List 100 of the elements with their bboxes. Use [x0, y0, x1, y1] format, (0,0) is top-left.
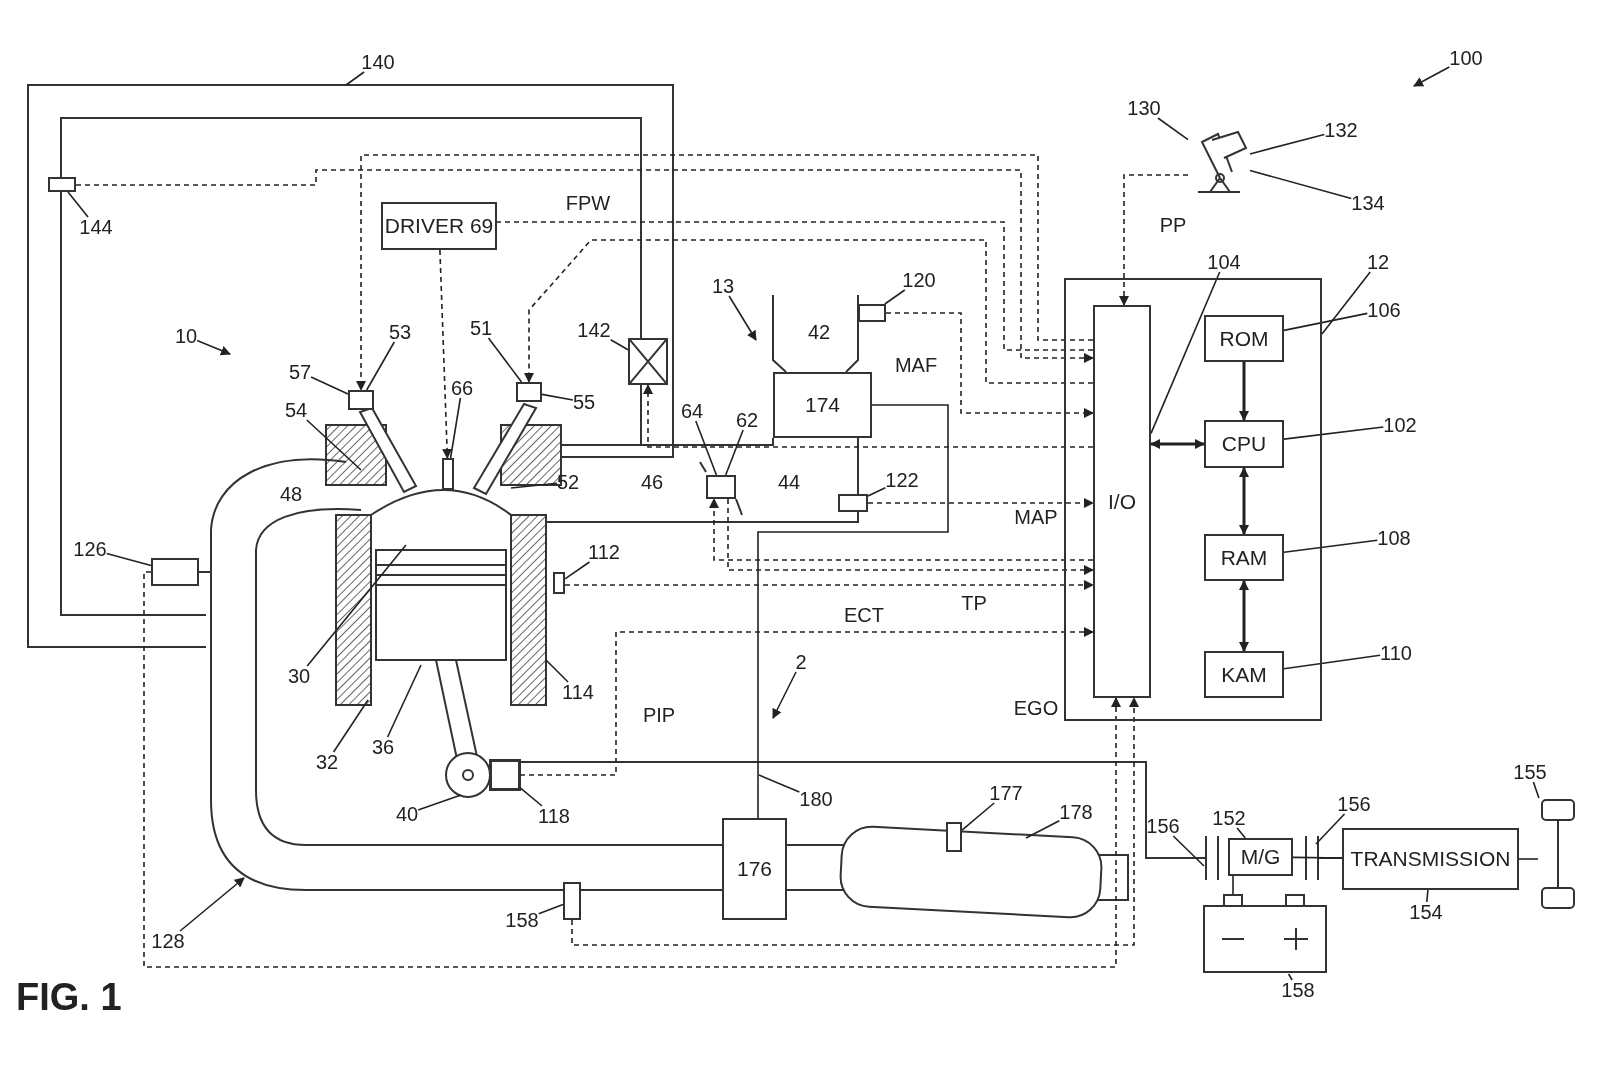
- leader-line: [365, 341, 396, 391]
- throttle-box: [706, 475, 736, 499]
- callout-number: 66: [450, 378, 474, 398]
- signal-line: [643, 384, 1094, 448]
- callout-number: 64: [680, 401, 704, 421]
- signal-line: [439, 249, 453, 459]
- signal-line: [143, 571, 1121, 968]
- leader-line: [1283, 312, 1369, 332]
- callout-number: 142: [577, 320, 611, 340]
- leader-line: [1236, 827, 1246, 839]
- callout-number: 12: [1366, 252, 1390, 272]
- leader-line: [1283, 654, 1381, 670]
- sensor-box: [858, 304, 886, 322]
- callout-number: 112: [588, 542, 620, 562]
- leader-line: [758, 774, 801, 793]
- leader-line: [67, 191, 89, 218]
- leader-line: [332, 699, 369, 753]
- callout-number: 158: [505, 910, 539, 930]
- leader-line: [487, 337, 523, 383]
- callout-number: 156: [1337, 794, 1371, 814]
- connecting-line: [1518, 858, 1539, 860]
- signal-label: MAP: [1012, 507, 1060, 527]
- signal-line: [75, 169, 1094, 363]
- signal-line: [519, 627, 1094, 776]
- component-box: 176: [722, 818, 787, 920]
- callout-number: 118: [538, 806, 570, 826]
- signal-line: [727, 498, 1094, 575]
- callout-number: 108: [1377, 528, 1411, 548]
- valve-box: [628, 338, 668, 385]
- callout-number: 53: [388, 322, 412, 342]
- callout-number: 2: [795, 652, 807, 672]
- leader-line: [545, 659, 569, 683]
- part-number: 46: [640, 472, 664, 492]
- leader-line: [695, 420, 718, 476]
- signal-line: [496, 221, 1094, 351]
- leader-line: [449, 397, 462, 459]
- callout-number: 155: [1513, 762, 1547, 782]
- connecting-line: [757, 404, 949, 819]
- callout-number: 57: [288, 362, 312, 382]
- motor-generator-box: M/G: [1228, 838, 1293, 876]
- battery-icon: [1202, 894, 1328, 974]
- memory-box: ROM: [1204, 315, 1284, 362]
- leader-line: [1025, 819, 1061, 839]
- sensor-box: [838, 494, 868, 512]
- signal-line: [709, 498, 1094, 561]
- signal-line: [885, 312, 1094, 418]
- part-number: 42: [807, 322, 831, 342]
- connecting-line: [1292, 856, 1343, 859]
- callout-number: 106: [1367, 300, 1401, 320]
- callout-number: 128: [151, 931, 185, 951]
- callout-number: 154: [1409, 902, 1443, 922]
- leader-line: [1321, 271, 1371, 335]
- leader-line: [884, 289, 906, 305]
- bus-arrow: [1239, 580, 1249, 652]
- callout-number: 10: [174, 326, 198, 346]
- sensor-box: [553, 572, 565, 594]
- signal-label: TP: [959, 593, 989, 613]
- part-number: 44: [777, 472, 801, 492]
- leader-line: [1157, 117, 1189, 141]
- bus-arrow: [1239, 362, 1249, 421]
- leader-line: [1283, 426, 1385, 440]
- component-box: 174: [773, 372, 872, 438]
- sensor-box: [563, 882, 581, 920]
- processor-box: CPU: [1204, 420, 1284, 468]
- callout-number: 180: [799, 789, 833, 809]
- callout-number: 30: [287, 666, 311, 686]
- callout-number: 62: [735, 410, 759, 430]
- transmission-box: TRANSMISSION: [1342, 828, 1519, 890]
- callout-number: 114: [562, 682, 594, 702]
- callout-number: 134: [1351, 193, 1385, 213]
- callout-number: 144: [79, 217, 113, 237]
- actuator-box: [348, 390, 374, 410]
- callout-number: 54: [284, 400, 308, 420]
- callout-number: 55: [572, 392, 596, 412]
- leader-arrow: [1413, 66, 1451, 87]
- callout-number: 126: [73, 539, 107, 559]
- callout-number: 158: [1281, 980, 1315, 1000]
- leader-line: [386, 664, 422, 738]
- signal-label: ECT: [842, 605, 886, 625]
- callout-number: 40: [395, 804, 419, 824]
- leader-line: [306, 419, 362, 471]
- signal-line: [867, 498, 1094, 508]
- callout-number: 104: [1207, 252, 1241, 272]
- callout-number: 13: [711, 276, 735, 296]
- bus-arrow: [1239, 467, 1249, 535]
- callout-number: 32: [315, 752, 339, 772]
- signal-line: [571, 697, 1139, 946]
- leader-line: [609, 338, 629, 351]
- signal-line: [1119, 174, 1189, 306]
- leader-arrow: [179, 877, 245, 932]
- actuator-box: [516, 382, 542, 402]
- callout-number: 152: [1212, 808, 1246, 828]
- leader-line: [1283, 539, 1379, 554]
- leader-line: [306, 544, 407, 667]
- callout-number: 100: [1449, 48, 1483, 68]
- driver-box: DRIVER 69: [381, 202, 497, 250]
- callout-number: 132: [1324, 120, 1358, 140]
- callout-number: 177: [989, 783, 1023, 803]
- leader-line: [541, 393, 574, 401]
- memory-box: KAM: [1204, 651, 1284, 698]
